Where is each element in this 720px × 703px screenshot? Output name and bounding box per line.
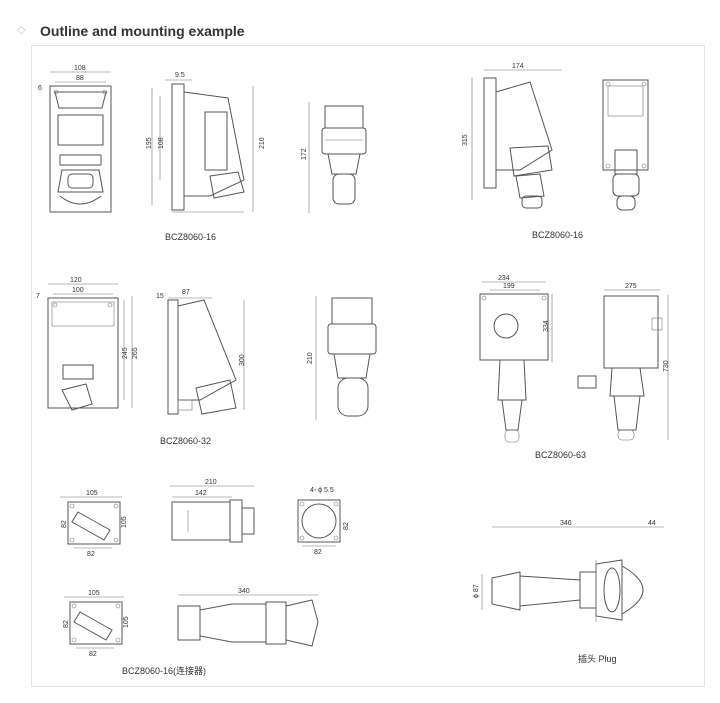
- dim-label: 142: [195, 490, 207, 497]
- dim-label: 315: [462, 134, 469, 146]
- dim-label: 87: [182, 289, 190, 296]
- dim-label: 82: [343, 522, 350, 530]
- dim-label: 15: [156, 293, 164, 300]
- dim-label: 82: [89, 651, 97, 658]
- dim-label: 44: [648, 520, 656, 527]
- dim-label: 88: [76, 75, 84, 82]
- plug-16-side-view: 172: [301, 102, 367, 213]
- dim-label: 245: [122, 347, 129, 359]
- dim-label: 4- ϕ 5.5: [310, 487, 334, 494]
- dim-label: 275: [625, 283, 637, 290]
- plug-32-side-view: 210: [307, 296, 377, 420]
- figure-caption: BCZ8060-63: [535, 450, 586, 460]
- dim-label: 105: [88, 590, 100, 597]
- figure-caption: BCZ8060-32: [160, 436, 211, 446]
- dim-label: 100: [72, 287, 84, 294]
- dim-label: 105: [121, 516, 128, 528]
- dim-label: 265: [132, 347, 139, 359]
- dim-label: 334: [543, 320, 550, 332]
- socket-63-front-view: 234 199 334: [479, 275, 553, 443]
- dim-label: 82: [87, 551, 95, 558]
- dim-label: ϕ 87: [473, 584, 480, 598]
- dim-label: 105: [123, 616, 130, 628]
- dim-label: 195: [146, 137, 153, 149]
- dim-label: 7: [36, 293, 40, 300]
- dim-label: 105: [86, 490, 98, 497]
- socket-32-front-view: 120 100 7 245 265: [36, 277, 139, 411]
- figure-caption: BCZ8060-16(连接器): [122, 665, 206, 676]
- dim-label: 340: [238, 588, 250, 595]
- dim-label: 82: [314, 549, 322, 556]
- dim-label: 300: [239, 354, 246, 366]
- dim-label: 9.5: [175, 72, 185, 79]
- socket-16-plugged-side-view: 174 315: [462, 63, 562, 209]
- mounting-plate-front-view-2: 105 82 105 82: [63, 590, 130, 658]
- connector-full-length-view: 340: [177, 588, 319, 647]
- dim-label: 174: [512, 63, 524, 70]
- plug-top-view: 346 44 ϕ 87: [473, 520, 664, 622]
- dim-label: 172: [301, 148, 308, 160]
- dim-label: 6: [38, 85, 42, 92]
- section-title: Outline and mounting example: [40, 23, 245, 39]
- figure-caption: BCZ8060-16: [532, 230, 583, 240]
- socket-63-side-view: 275 730: [577, 283, 670, 441]
- diamond-icon: ◇: [17, 23, 26, 36]
- dim-label: 210: [205, 479, 217, 486]
- dim-label: 108: [74, 65, 86, 72]
- mounting-holes-view: 4- ϕ 5.5 82 82: [297, 487, 350, 556]
- socket-32-side-view: 15 87 300: [156, 289, 246, 415]
- dim-label: 82: [63, 620, 70, 628]
- dim-label: 234: [498, 275, 510, 282]
- dim-label: 210: [307, 352, 314, 364]
- dim-label: 82: [61, 520, 68, 528]
- dim-label: 108: [158, 137, 165, 149]
- socket-16-front-view: 108 88 6: [38, 65, 112, 213]
- mounting-plate-front-view: 105 82 105 82: [60, 490, 128, 558]
- figure-caption: BCZ8060-16: [165, 232, 216, 242]
- figure-caption: 插头 Plug: [578, 653, 617, 664]
- socket-16-plugged-front-view: [602, 79, 649, 211]
- connector-side-view: 210 142: [170, 479, 255, 543]
- dim-label: 199: [503, 283, 515, 290]
- socket-16-side-view: 9.5 195 108 210: [146, 72, 266, 213]
- section-header: ◇ Outline and mounting example: [0, 0, 720, 60]
- dim-label: 730: [663, 360, 670, 372]
- dim-label: 346: [560, 520, 572, 527]
- dim-label: 210: [259, 137, 266, 149]
- dim-label: 120: [70, 277, 82, 284]
